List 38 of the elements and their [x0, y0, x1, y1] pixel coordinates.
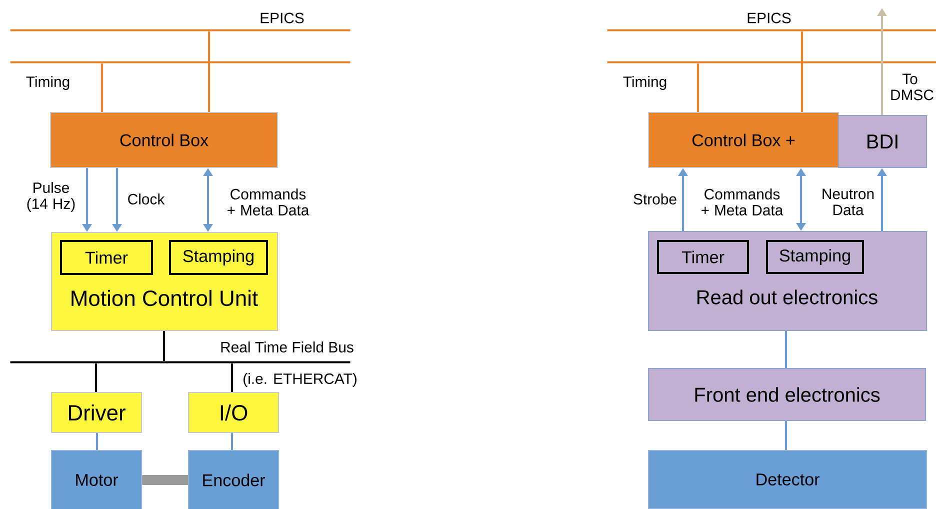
edge-label: Commands + Meta Data [690, 187, 794, 217]
bus-label: Real Time Field Bus [221, 342, 354, 352]
connector-line [230, 364, 234, 392]
electronics-box: Front end electronics [648, 368, 926, 422]
shaft [142, 475, 188, 485]
connector-line [784, 421, 788, 450]
device-box: Encoder [188, 450, 280, 509]
module-box: Timer [60, 240, 153, 275]
unit-box: I/O [188, 392, 280, 434]
connector-line [784, 331, 788, 368]
connector-line [162, 331, 166, 361]
edge-label: Pulse (14 Hz) [24, 180, 78, 214]
edge-label: Commands + Meta Data [216, 187, 320, 217]
bus-label: EPICS [260, 12, 304, 24]
edge-label: To DMSC [888, 72, 934, 102]
module-box: Timer [657, 240, 749, 274]
edge-label: Strobe [631, 192, 679, 206]
connector-line [208, 32, 210, 112]
module-box: Stamping [169, 240, 268, 275]
device-box: Motor [51, 450, 142, 509]
connector-line [94, 364, 98, 392]
edge-label: Neutron Data [816, 187, 880, 217]
unit-box: Driver [51, 392, 142, 434]
connector-line [100, 64, 104, 112]
bus-label: Timing [26, 76, 70, 90]
edge-label: Clock [122, 192, 170, 206]
electronics-box: BDI [838, 115, 928, 168]
device-box: Detector [648, 450, 928, 509]
bus-label: EPICS [748, 12, 791, 24]
bus-label: (i.e. ETHERCAT) [244, 373, 356, 387]
control-box: Control Box + [648, 112, 840, 168]
bus-label: Timing [623, 76, 666, 90]
connector-line [696, 64, 700, 112]
control-box: Control Box [50, 112, 278, 168]
connector-line [800, 32, 804, 112]
module-box: Stamping [766, 240, 864, 274]
connector-line [96, 433, 98, 450]
connector-line [230, 433, 234, 450]
